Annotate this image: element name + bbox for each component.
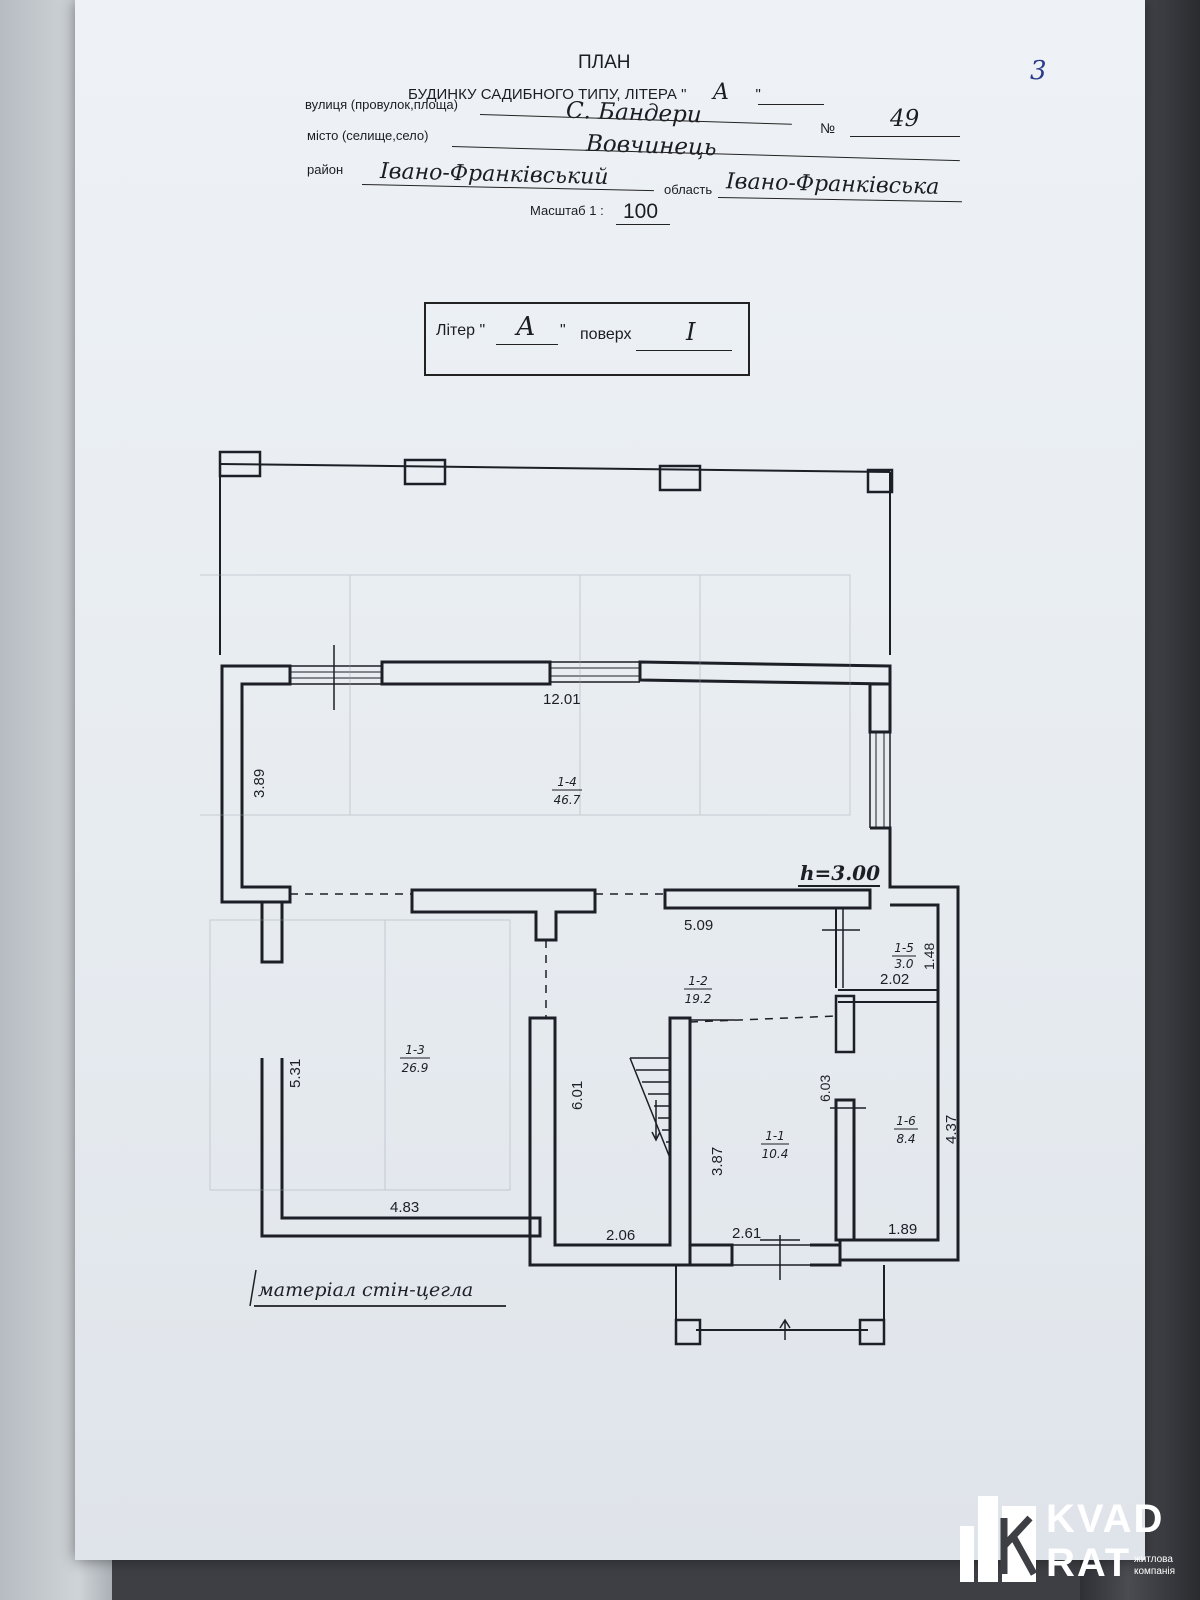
wall-material-label: матеріал стін-цегла (258, 1279, 473, 1301)
room-1-4-area: 46.7 (554, 793, 581, 807)
dim-4-37: 4.37 (943, 1115, 960, 1144)
dim-5-09: 5.09 (684, 917, 713, 934)
floor-label: поверх (580, 326, 632, 343)
district-label: район (307, 162, 344, 177)
scale-label: Масштаб 1 : (530, 203, 604, 218)
dim-6-01: 6.01 (569, 1081, 586, 1110)
liter-value: А (516, 312, 536, 342)
dim-1-89: 1.89 (888, 1221, 917, 1238)
room-1-3-id: 1-3 (405, 1043, 425, 1057)
floor-underline (636, 350, 732, 351)
city-value: Вовчинець (585, 130, 718, 162)
dim-4-83: 4.83 (390, 1199, 419, 1216)
dim-3-89: 3.89 (251, 769, 268, 798)
liter-label: Літер " (436, 322, 486, 339)
page-number: 3 (1030, 56, 1047, 86)
number-label: № (820, 120, 836, 136)
column-2 (403, 458, 447, 486)
plan-title: ПЛАН (578, 52, 631, 73)
column-1 (218, 450, 262, 478)
room-1-5-area: 3.0 (894, 957, 913, 971)
scale-value: 100 (623, 200, 659, 223)
scale-underline (616, 224, 670, 225)
subtitle-letter: А (712, 80, 730, 105)
liter-floor-box (424, 302, 750, 376)
room-1-3-area: 26.9 (402, 1061, 429, 1075)
logo-building-tall (978, 1496, 998, 1582)
document-sheet (75, 0, 1145, 1560)
logo-building-small (960, 1526, 974, 1582)
number-value: 49 (890, 106, 920, 132)
street-label: вулиця (провулок,площа) (305, 97, 458, 112)
room-1-2-id: 1-2 (688, 974, 708, 988)
dim-1-48: 1.48 (921, 943, 937, 970)
subtitle-prefix: БУДИНКУ САДИБНОГО ТИПУ, ЛІТЕРА " (408, 86, 687, 103)
subtitle-suffix: " (755, 86, 761, 103)
porch-column-left (674, 1318, 702, 1346)
liter-underline (496, 344, 558, 345)
number-underline (850, 136, 960, 137)
room-1-1-area: 10.4 (762, 1147, 789, 1161)
column-3 (658, 464, 702, 492)
letter-underline (758, 104, 824, 105)
ceiling-height-label: h=3.00 (800, 861, 880, 885)
logo-kvad: KVAD (1046, 1497, 1164, 1541)
dim-5-31: 5.31 (287, 1059, 304, 1088)
column-4 (866, 468, 894, 494)
dim-6-03: 6.03 (817, 1075, 833, 1102)
dim-2-61: 2.61 (732, 1225, 761, 1242)
floor-value: I (686, 318, 696, 346)
floor-plan-drawing: 12.01 3.89 5.09 1.48 2.02 5.31 6.01 6.03… (200, 450, 960, 1346)
dim-2-02: 2.02 (880, 971, 909, 988)
logo-tagline-1: житлова (1134, 1554, 1173, 1565)
room-1-6-id: 1-6 (896, 1114, 916, 1128)
city-label: місто (селище,село) (307, 128, 429, 143)
region-label: область (664, 182, 713, 197)
room-1-6-area: 8.4 (896, 1132, 915, 1146)
porch-column-right (858, 1318, 886, 1346)
dim-2-06: 2.06 (606, 1227, 635, 1244)
room-1-1-id: 1-1 (765, 1129, 785, 1143)
plan-subtitle: БУДИНКУ САДИБНОГО ТИПУ, ЛІТЕРА " А " (408, 80, 761, 105)
logo-rat: RAT (1046, 1541, 1131, 1584)
dim-12-01: 12.01 (543, 691, 581, 708)
dim-3-87: 3.87 (709, 1147, 726, 1176)
room-1-2-area: 19.2 (685, 992, 712, 1006)
logo-tagline-2: компанія (1134, 1566, 1175, 1577)
room-1-4-id: 1-4 (557, 775, 577, 789)
kvadrat-logo: KVAD RAT житлова компанія (960, 1496, 1175, 1584)
liter-close: " (560, 322, 566, 339)
room-1-5-id: 1-5 (894, 941, 914, 955)
street-value: С. Бандери (565, 97, 703, 129)
